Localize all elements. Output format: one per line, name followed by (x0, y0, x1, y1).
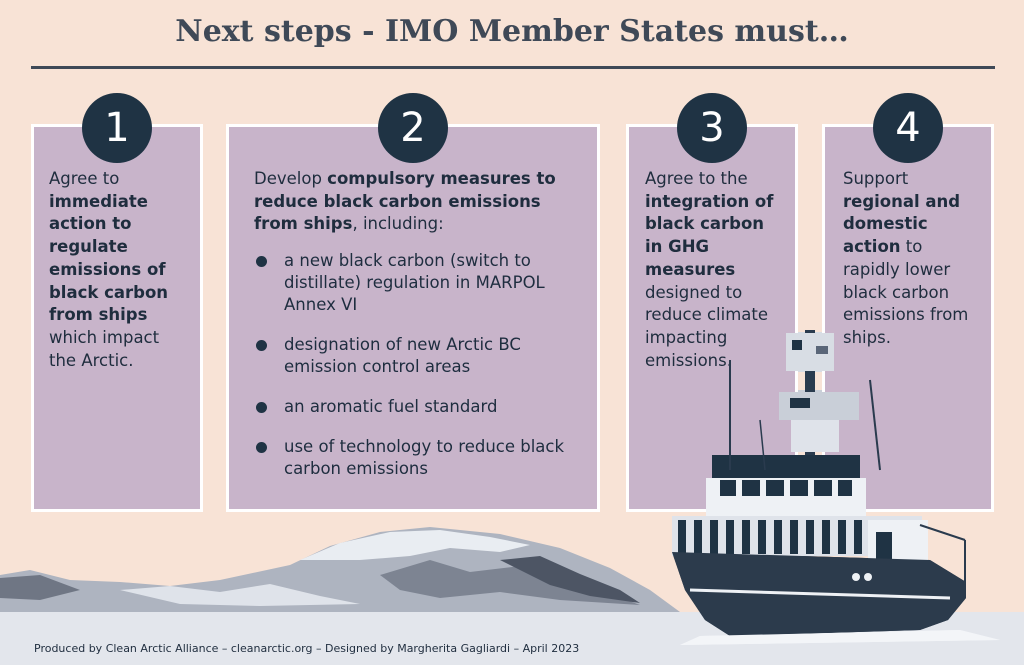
title-rule (31, 66, 995, 69)
step-4-text-outro: to rapidly lower black carbon emissions … (843, 237, 969, 347)
step-number-badge-4: 4 (873, 93, 943, 163)
step-3-text-outro: designed to reduce climate impacting emi… (645, 282, 769, 370)
list-item: designation of new Arctic BC emission co… (256, 334, 566, 378)
step-number-badge-3: 3 (677, 93, 747, 163)
step-3-text-intro: Agree to the (645, 169, 748, 188)
footer-credit: Produced by Clean Arctic Alliance – clea… (34, 642, 580, 655)
mountain-range (0, 527, 680, 612)
step-text-4: Support regional and domestic action to … (843, 168, 983, 350)
page-title: Next steps - IMO Member States must… (175, 14, 849, 49)
step-1-text-emphasis: immediate action to regulate emissions o… (49, 191, 169, 325)
list-item: a new black carbon (switch to distillate… (256, 250, 566, 316)
step-number-badge-2: 2 (378, 93, 448, 163)
step-2-text-emphasis: compulsory measures to reduce black carb… (254, 169, 556, 234)
step-4-text-intro: Support (843, 169, 909, 188)
step-card-2 (226, 124, 600, 512)
step-number-badge-1: 1 (82, 93, 152, 163)
step-card-4 (822, 124, 994, 512)
step-1-text-intro: Agree to (49, 169, 120, 188)
step-text-3: Agree to the integration of black carbon… (645, 168, 785, 372)
step-4-text-emphasis: regional and domestic action (843, 191, 961, 257)
step-text-1: Agree to immediate action to regulate em… (49, 168, 189, 372)
step-text-2: Develop compulsory measures to reduce bl… (254, 168, 574, 236)
step-2-text-intro: Develop (254, 169, 328, 188)
step-2-text-outro: , including: (352, 214, 444, 234)
list-item: use of technology to reduce black carbon… (256, 436, 566, 480)
list-item: an aromatic fuel standard (256, 396, 566, 418)
step-card-1 (31, 124, 203, 512)
step-3-text-emphasis: integration of black carbon in GHG measu… (645, 191, 774, 279)
step-1-text-outro: which impact the Arctic. (49, 327, 160, 370)
measures-list: a new black carbon (switch to distillate… (256, 250, 566, 498)
